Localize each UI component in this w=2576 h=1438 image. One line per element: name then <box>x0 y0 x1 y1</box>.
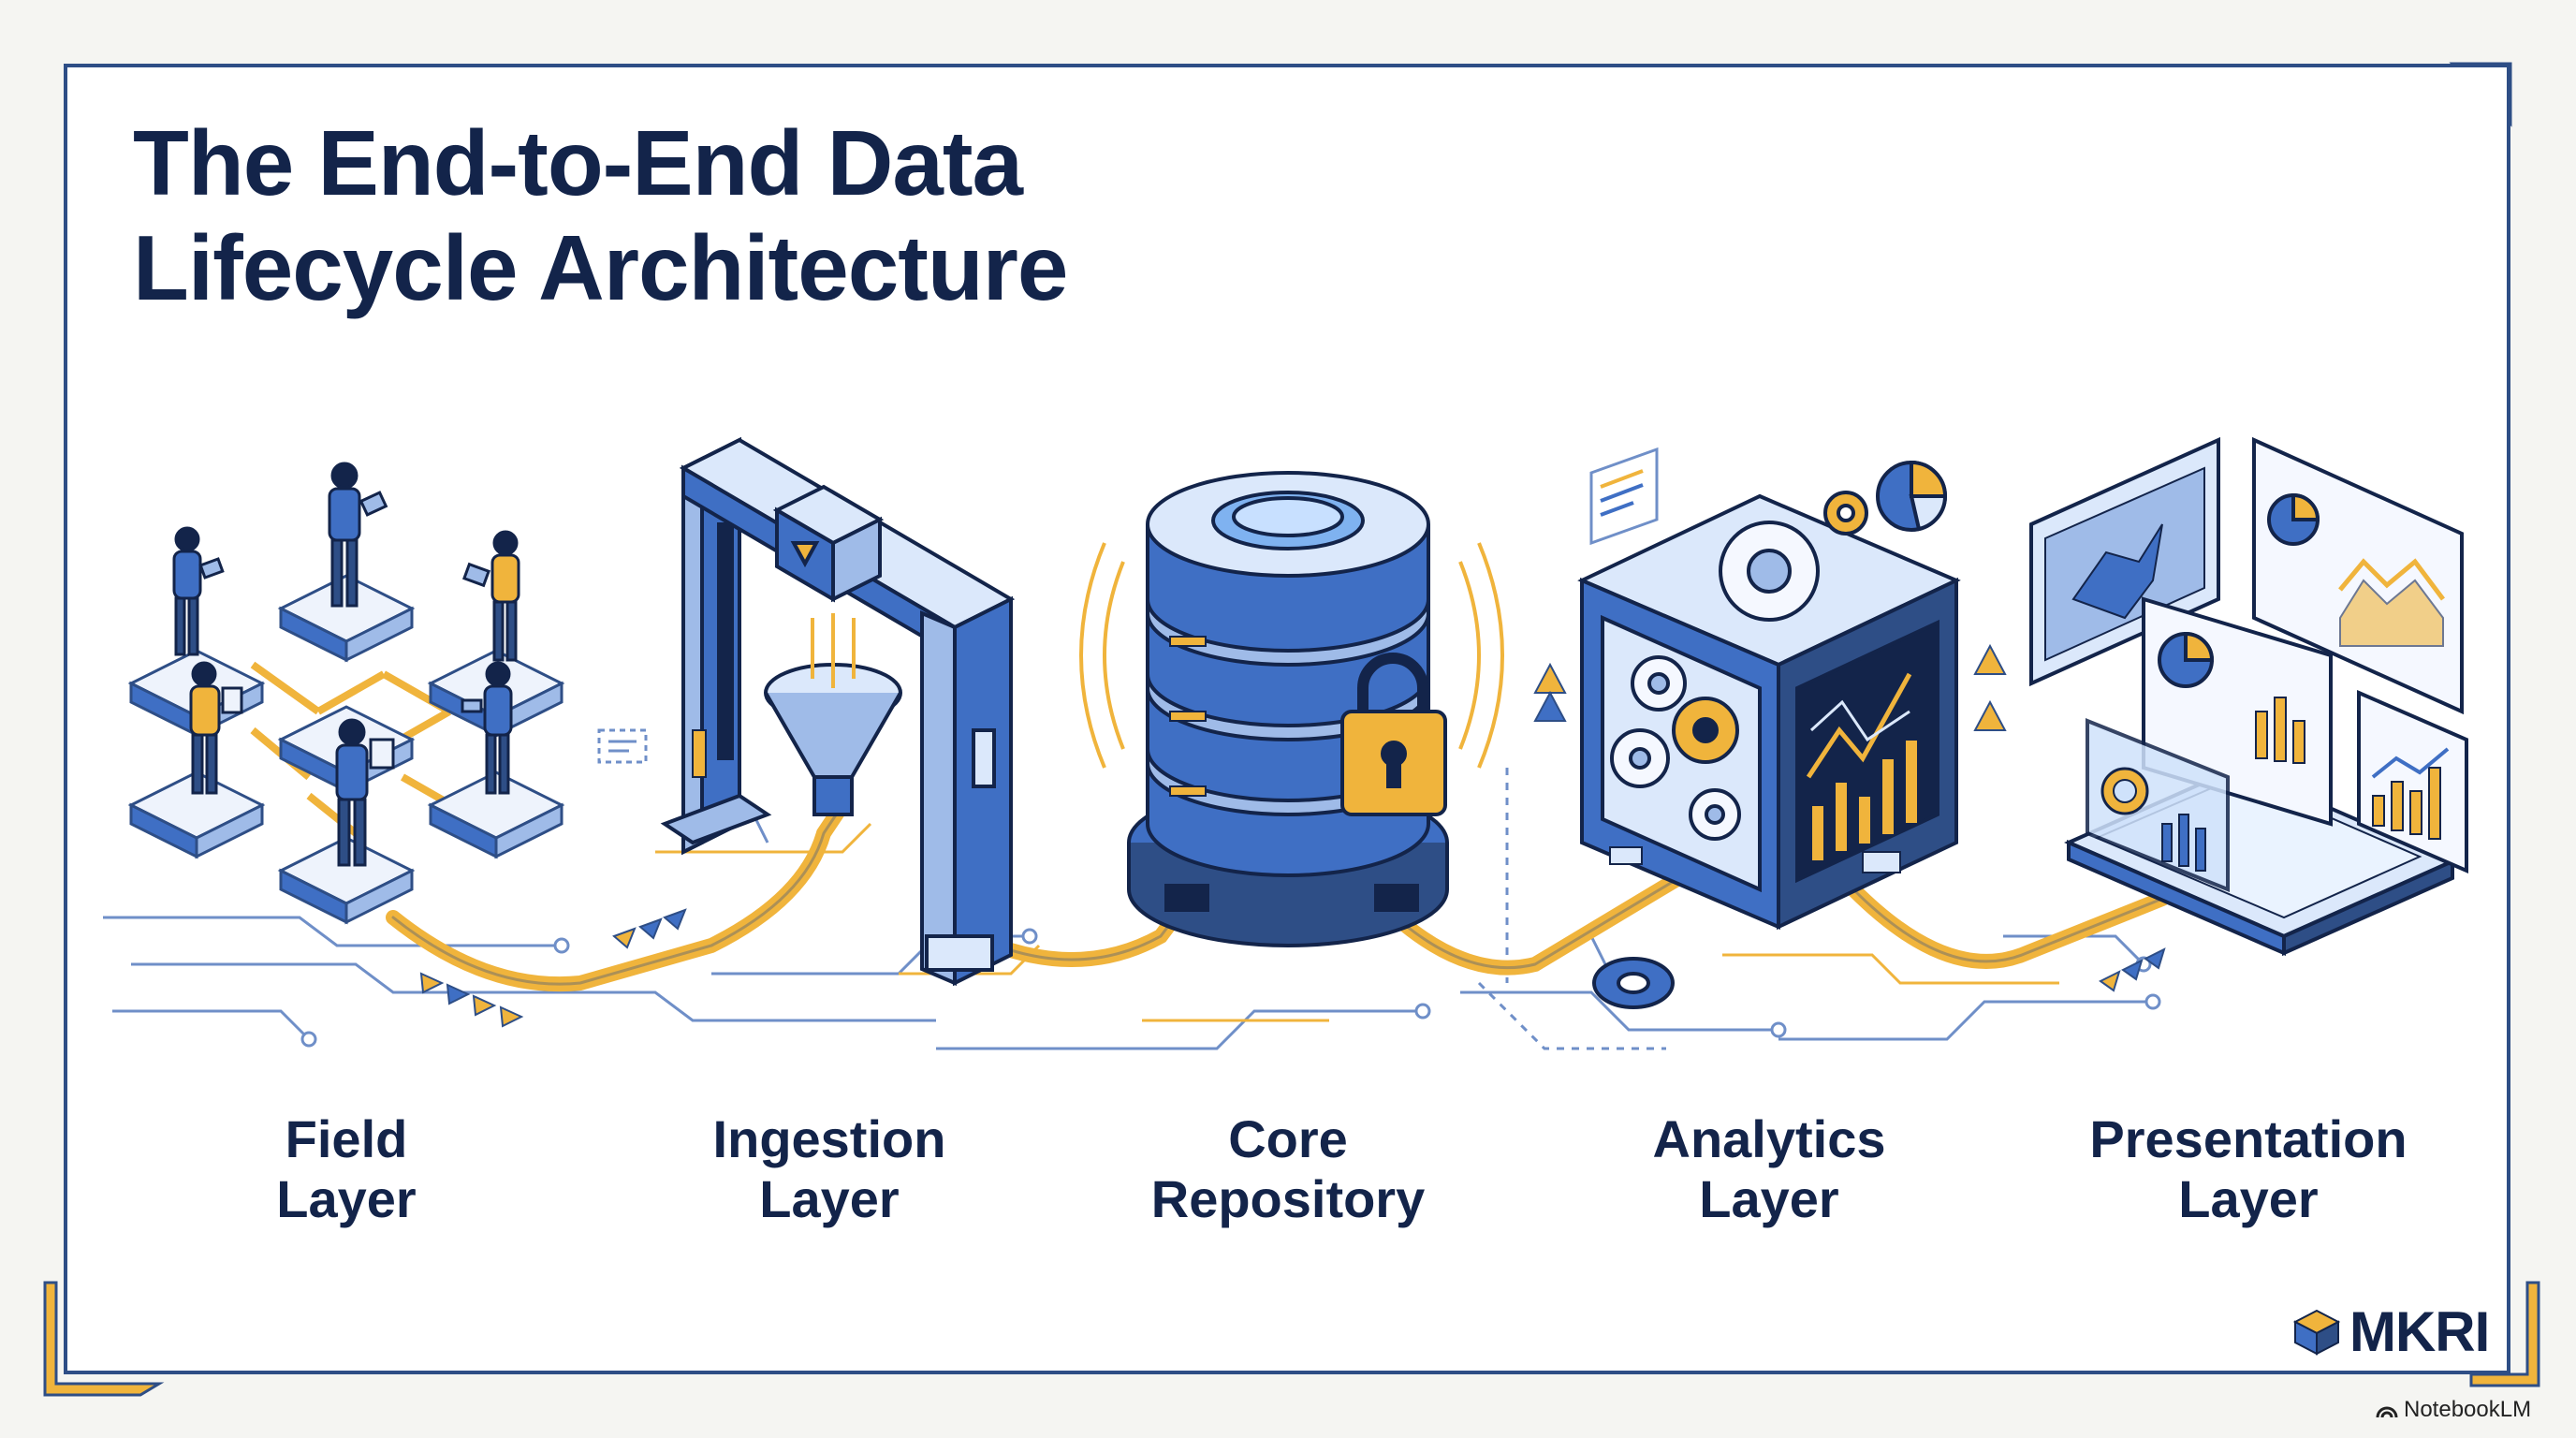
person-icon <box>189 661 243 795</box>
person-icon <box>461 661 513 795</box>
data-pipeline <box>386 798 2170 992</box>
watermark-text: NotebookLM <box>2404 1397 2532 1422</box>
ingestion-funnel-icon <box>660 436 1016 987</box>
stage-label-line-1: Ingestion <box>712 1109 946 1168</box>
brand-name: MKRI <box>2349 1300 2490 1363</box>
gear-icon <box>1689 788 1741 841</box>
stage-label-analytics: Analytics Layer <box>1573 1109 1966 1229</box>
stage-label-line-1: Core <box>1228 1109 1348 1168</box>
person-icon <box>328 462 388 608</box>
stage-label-field: Field Layer <box>150 1109 543 1229</box>
pie-chart-icon <box>1876 460 1948 532</box>
brand-logo: MKRI <box>2291 1299 2490 1364</box>
gear-icon <box>1672 697 1739 764</box>
stage-label-ingestion: Ingestion Layer <box>633 1109 1026 1229</box>
person-icon <box>172 526 225 656</box>
gear-icon <box>1610 728 1670 788</box>
stage-label-line-2: Layer <box>2178 1169 2319 1228</box>
bottom-right-accent <box>2469 1281 2540 1387</box>
gear-icon <box>1631 655 1687 712</box>
person-icon <box>335 718 395 867</box>
stage-label-line-2: Layer <box>759 1169 900 1228</box>
stage-label-core: Core Repository <box>1091 1109 1485 1229</box>
title-line-1: The End-to-End Data <box>133 111 1023 214</box>
gear-icon <box>1719 521 1820 622</box>
stage-label-line-1: Field <box>285 1109 408 1168</box>
analytics-cube-icon <box>1577 447 1961 1009</box>
network-chip-icon <box>597 728 648 764</box>
bottom-left-accent <box>43 1281 165 1397</box>
stage-label-line-1: Analytics <box>1652 1109 1886 1168</box>
stage-label-line-2: Repository <box>1150 1169 1426 1228</box>
gear-icon <box>1592 957 1675 1009</box>
stage-label-line-1: Presentation <box>2089 1109 2408 1168</box>
stage-label-line-2: Layer <box>276 1169 417 1228</box>
circuit-lines <box>103 768 2161 1050</box>
gear-icon <box>1823 491 1868 536</box>
title-line-2: Lifecycle Architecture <box>133 216 1068 319</box>
notebooklm-watermark: NotebookLM <box>2376 1397 2531 1423</box>
stage-label-presentation: Presentation Layer <box>2052 1109 2445 1229</box>
notebooklm-icon <box>2376 1406 2398 1418</box>
flow-arrows <box>419 643 2166 1028</box>
database-lock-icon <box>1079 471 1504 947</box>
dashboard-screens-icon <box>2029 436 2468 957</box>
mkri-logo-icon <box>2292 1309 2341 1356</box>
person-icon <box>462 530 520 662</box>
page-title: The End-to-End Data Lifecycle Architectu… <box>133 110 1068 320</box>
report-card-icon <box>1589 447 1659 546</box>
stage-label-line-2: Layer <box>1699 1169 1839 1228</box>
field-workers-icon <box>127 462 648 925</box>
